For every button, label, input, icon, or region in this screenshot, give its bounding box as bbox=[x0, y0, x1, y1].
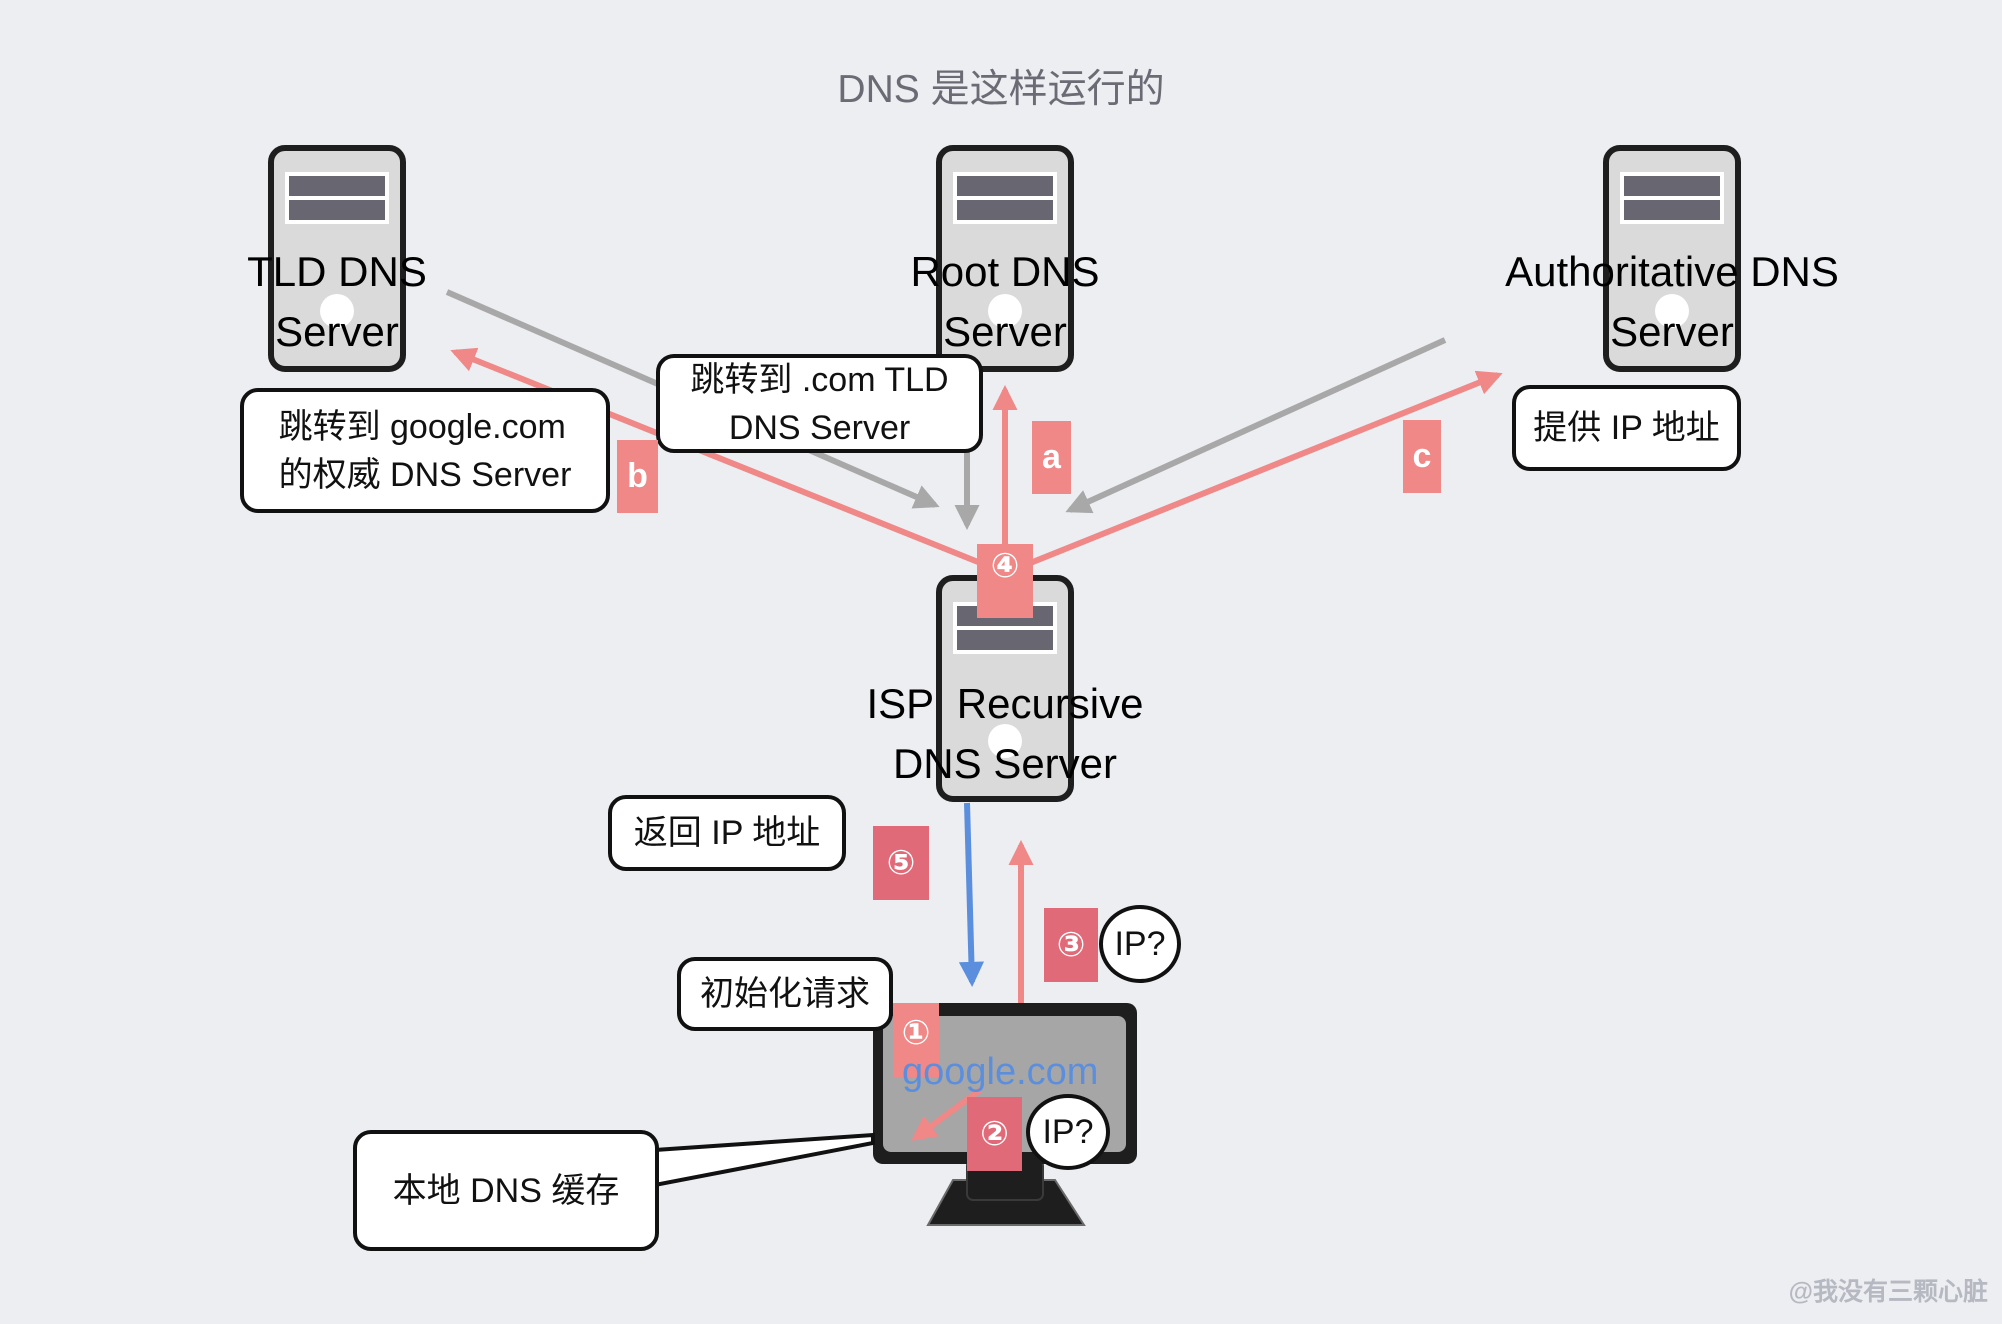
local-cache-callout: 本地 DNS 缓存 bbox=[353, 1130, 659, 1251]
isp-server-label: ISP Recursive DNS Server bbox=[866, 680, 1144, 787]
init-request-callout: 初始化请求 bbox=[677, 957, 893, 1031]
query-isp-bubble: IP? bbox=[1099, 905, 1181, 983]
step-c-tag: c bbox=[1403, 420, 1441, 493]
page-title: DNS 是这样运行的 bbox=[837, 68, 1165, 111]
return-ip-arrow bbox=[958, 802, 985, 988]
authoritative-server-label: Authoritative DNS Server bbox=[1505, 248, 1839, 355]
browser-url-text: google.com bbox=[902, 1051, 1099, 1093]
watermark: @我没有三颗心脏 bbox=[1788, 1278, 1988, 1306]
step-4-tag: ④ bbox=[977, 544, 1033, 618]
tld-reply-callout: 跳转到 google.com 的权威 DNS Server bbox=[240, 388, 610, 513]
step-5-tag: ⑤ bbox=[873, 826, 929, 900]
step-3-tag: ③ bbox=[1044, 908, 1098, 982]
return-ip-callout: 返回 IP 地址 bbox=[608, 795, 846, 871]
step-1-tag: ① bbox=[893, 1003, 939, 1077]
request-to-auth-arrow bbox=[1006, 370, 1503, 575]
query-local-bubble: IP? bbox=[1026, 1094, 1110, 1170]
auth-response-arrow bbox=[1065, 337, 1447, 514]
step-a-tag: a bbox=[1032, 421, 1071, 494]
tld-server-label: TLD DNS Server bbox=[247, 248, 427, 355]
root-server-label: Root DNS Server bbox=[910, 248, 1100, 355]
root-reply-callout: 跳转到 .com TLD DNS Server bbox=[656, 354, 983, 453]
step-2-tag: ② bbox=[967, 1097, 1022, 1171]
local-cache-pointer bbox=[653, 1132, 875, 1188]
step-b-tag: b bbox=[617, 440, 658, 513]
auth-reply-callout: 提供 IP 地址 bbox=[1512, 385, 1741, 471]
